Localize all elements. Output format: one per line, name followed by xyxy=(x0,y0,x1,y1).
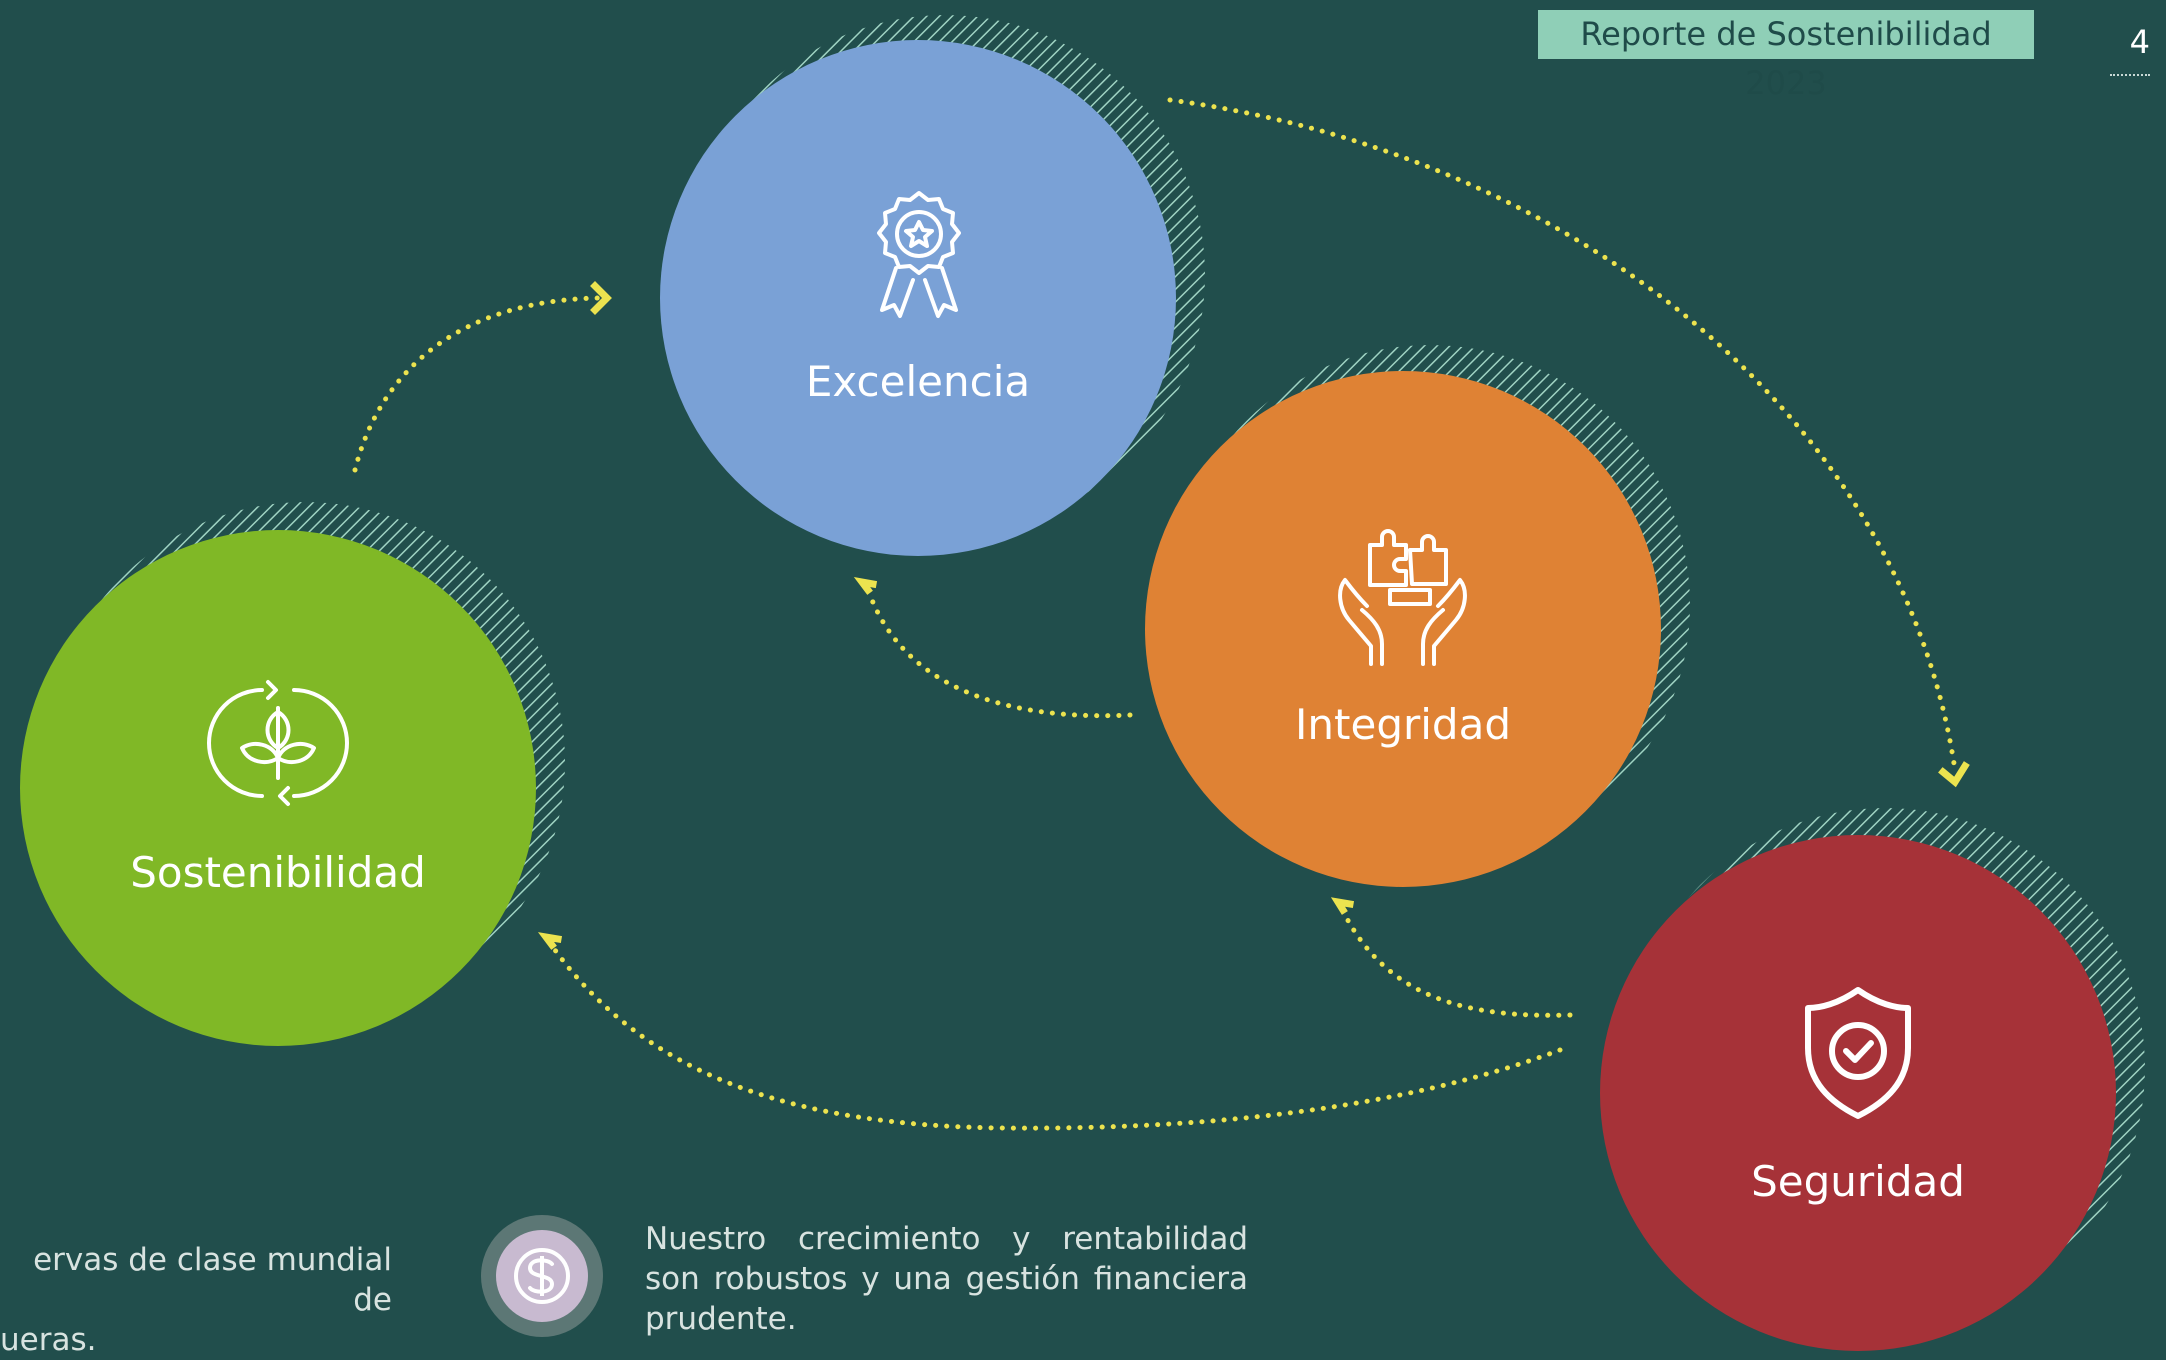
sostenibilidad-circle xyxy=(20,530,536,1046)
arrowhead-seguridad-integridad xyxy=(1330,897,1355,915)
left-paragraph: ervas de clase mundial de ueras. xyxy=(0,1240,392,1360)
left-paragraph-line: ervas de clase mundial de xyxy=(33,1242,392,1318)
arrowhead-seguridad-sostenibilidad xyxy=(537,932,563,950)
label-integridad: Integridad xyxy=(1295,700,1511,749)
hands-puzzle-icon xyxy=(1338,529,1467,666)
arrow-seguridad-to-sostenibilidad xyxy=(552,947,1563,1131)
shield-check-icon xyxy=(1805,987,1911,1119)
arrow-sostenibilidad-to-excelencia xyxy=(352,295,603,473)
arrow-integridad-to-excelencia xyxy=(867,592,1133,719)
right-paragraph-line: prudente. xyxy=(645,1301,797,1337)
arrow-excelencia-to-seguridad xyxy=(1167,97,1958,773)
label-seguridad: Seguridad xyxy=(1751,1157,1965,1206)
seguridad-circle xyxy=(1600,835,2116,1351)
arrowhead-seguridad xyxy=(1938,761,1970,788)
right-paragraph-line: son robustos y una gestión financiera xyxy=(645,1261,1248,1297)
award-ribbon-icon xyxy=(877,191,961,318)
arrowhead-excelencia xyxy=(590,281,612,315)
page-number: 4 xyxy=(2110,14,2150,76)
right-paragraph-line: Nuestro crecimiento y rentabilidad xyxy=(645,1221,1248,1257)
report-title-badge: Reporte de Sostenibilidad 2023 xyxy=(1538,10,2034,102)
arrow-seguridad-to-integridad xyxy=(1342,912,1573,1018)
label-sostenibilidad: Sostenibilidad xyxy=(130,848,426,897)
dollar-coin-icon xyxy=(496,1230,588,1322)
arrowhead-integridad-excelencia xyxy=(853,576,878,595)
integridad-circle xyxy=(1145,371,1661,887)
leaf-cycle-icon xyxy=(207,680,349,806)
label-excelencia: Excelencia xyxy=(805,357,1031,406)
right-paragraph: Nuestro crecimiento y rentabilidad son r… xyxy=(645,1219,1248,1339)
left-paragraph-line: ueras. xyxy=(0,1322,97,1358)
excelencia-circle xyxy=(660,40,1176,556)
money-badge xyxy=(481,1215,603,1337)
